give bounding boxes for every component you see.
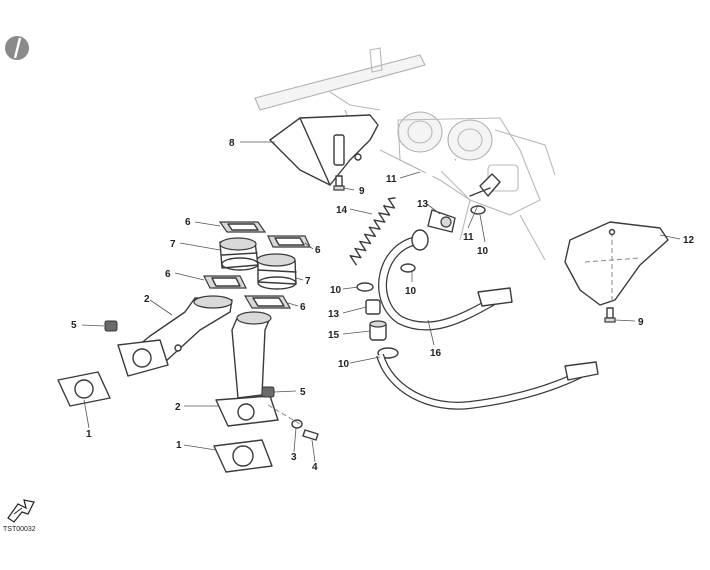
callout-6: 6 — [165, 269, 171, 280]
callout-10: 10 — [405, 286, 417, 297]
callout-14: 14 — [336, 205, 348, 216]
part-10-clamp — [356, 282, 374, 292]
callout-5: 5 — [300, 387, 306, 398]
callout-13: 13 — [417, 199, 429, 210]
callout-9: 9 — [638, 317, 644, 328]
part-2-intake-manifold — [215, 311, 279, 427]
part-12-side-cover — [564, 221, 669, 306]
callout-9: 9 — [359, 186, 365, 197]
callout-16: 16 — [430, 348, 442, 359]
callout-6: 6 — [300, 302, 306, 313]
part-5-nut — [104, 320, 118, 332]
callout-2: 2 — [144, 294, 150, 305]
direction-arrow-icon — [7, 499, 35, 523]
callout-10: 10 — [338, 359, 350, 370]
callout-10: 10 — [477, 246, 489, 257]
part-15-filter — [369, 320, 387, 341]
part-3-washer — [291, 419, 303, 429]
part-5-nut — [261, 386, 275, 398]
callout-5: 5 — [71, 320, 77, 331]
callout-8: 8 — [229, 138, 235, 149]
carburettor-ghost — [379, 111, 556, 261]
part-1-flange-gasket — [57, 371, 111, 407]
part-10-clamp — [400, 263, 416, 273]
callout-6: 6 — [315, 245, 321, 256]
part-6-gasket — [203, 275, 247, 289]
leader-lines — [81, 141, 681, 463]
callout-13: 13 — [328, 309, 340, 320]
part-9-bolt — [333, 175, 345, 191]
part-6-gasket — [243, 295, 292, 309]
part-7-intake-sleeve — [219, 237, 259, 271]
part-8-side-cover — [269, 114, 379, 186]
callout-10: 10 — [330, 285, 342, 296]
callout-2: 2 — [175, 402, 181, 413]
callout-11: 11 — [463, 232, 474, 243]
part-10-clamp — [470, 205, 486, 215]
part-6-gasket — [267, 235, 311, 248]
callout-7: 7 — [305, 276, 311, 287]
callout-7: 7 — [170, 239, 176, 250]
callout-15: 15 — [328, 330, 340, 341]
part-2-intake-manifold — [117, 295, 233, 377]
callout-11: 11 — [386, 174, 397, 185]
callout-12: 12 — [683, 235, 695, 246]
callout-3: 3 — [291, 452, 297, 463]
part-13-connector — [427, 209, 456, 233]
callout-1: 1 — [176, 440, 182, 451]
callouts: 1 1 2 2 3 4 5 5 6 6 6 6 7 7 8 9 9 10 10 … — [71, 138, 695, 473]
part-1-flange-gasket — [213, 439, 273, 473]
lower-drain-hose — [376, 353, 599, 410]
part-7-intake-sleeve — [256, 253, 297, 290]
callout-1: 1 — [86, 429, 92, 440]
part-4-bolt — [302, 429, 319, 441]
drawing-code: TST00032 — [3, 526, 36, 533]
part-14-coil-spring — [349, 197, 396, 266]
callout-4: 4 — [312, 462, 318, 473]
part-11-hose-fitting — [469, 173, 501, 197]
part-16-hose — [378, 229, 513, 331]
part-6-gasket — [218, 221, 267, 233]
part-13-connector — [365, 299, 381, 315]
part-9-bolt — [604, 307, 616, 323]
callout-6: 6 — [185, 217, 191, 228]
section-badge-icon — [5, 36, 29, 60]
